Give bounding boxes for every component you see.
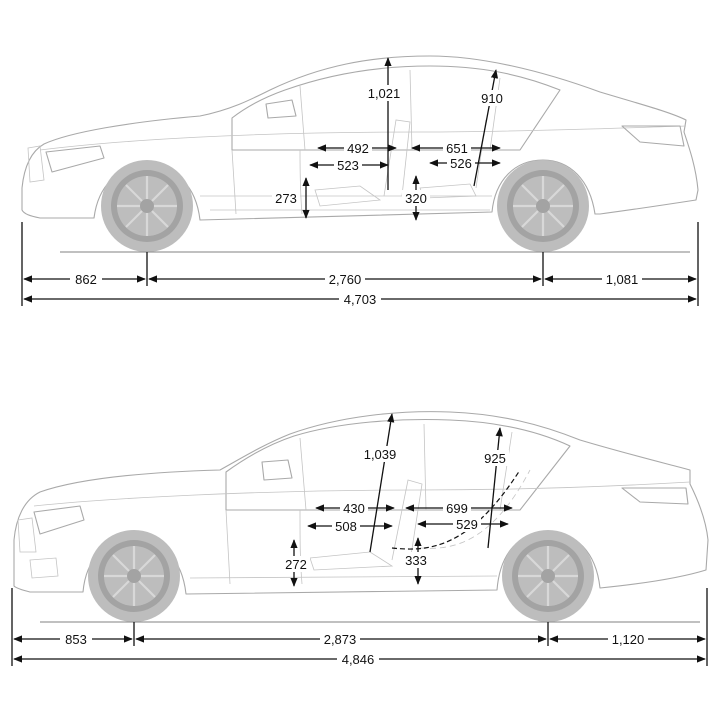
bottom-front-seat-depth-b-label: 508 (335, 519, 357, 534)
top-car-labels: 862 2,760 1,081 4,703 1,021 910 492 523 … (70, 85, 642, 307)
bottom-front-overhang-label: 853 (65, 632, 87, 647)
top-rear-seat-height-label: 320 (405, 191, 427, 206)
bottom-car-drawing (13, 411, 709, 623)
bottom-rear-headroom-label: 925 (484, 451, 506, 466)
bottom-rear-overhang-label: 1,120 (612, 632, 645, 647)
bottom-overall-length-label: 4,846 (342, 652, 375, 667)
bottom-front-seat-height-label: 272 (285, 557, 307, 572)
top-front-seat-height-label: 273 (275, 191, 297, 206)
bottom-rear-wheel (502, 530, 594, 622)
top-front-seat-depth-a-label: 492 (347, 141, 369, 156)
top-front-seat-depth-b-label: 523 (337, 158, 359, 173)
bottom-car-dimensions (11, 413, 708, 666)
top-rear-wheel (497, 160, 589, 252)
bottom-front-wheel (88, 530, 180, 622)
bottom-front-seat-depth-a-label: 430 (343, 501, 365, 516)
top-rear-legroom-b-label: 526 (450, 156, 472, 171)
bottom-wheelbase-label: 2,873 (324, 632, 357, 647)
top-rear-headroom-label: 910 (481, 91, 503, 106)
bottom-rear-seat-height-label: 333 (405, 553, 427, 568)
top-car-drawing (21, 55, 699, 253)
top-front-wheel (101, 160, 193, 252)
bottom-car-labels: 853 2,873 1,120 4,846 1,039 925 430 508 … (60, 446, 648, 667)
bottom-rear-legroom-a-label: 699 (446, 501, 468, 516)
top-overall-length-label: 4,703 (344, 292, 377, 307)
bottom-front-headroom-label: 1,039 (364, 447, 397, 462)
top-front-overhang-label: 862 (75, 272, 97, 287)
top-wheelbase-label: 2,760 (329, 272, 362, 287)
top-front-headroom-label: 1,021 (368, 86, 401, 101)
top-rear-legroom-a-label: 651 (446, 141, 468, 156)
bottom-rear-legroom-b-label: 529 (456, 517, 478, 532)
top-rear-overhang-label: 1,081 (606, 272, 639, 287)
